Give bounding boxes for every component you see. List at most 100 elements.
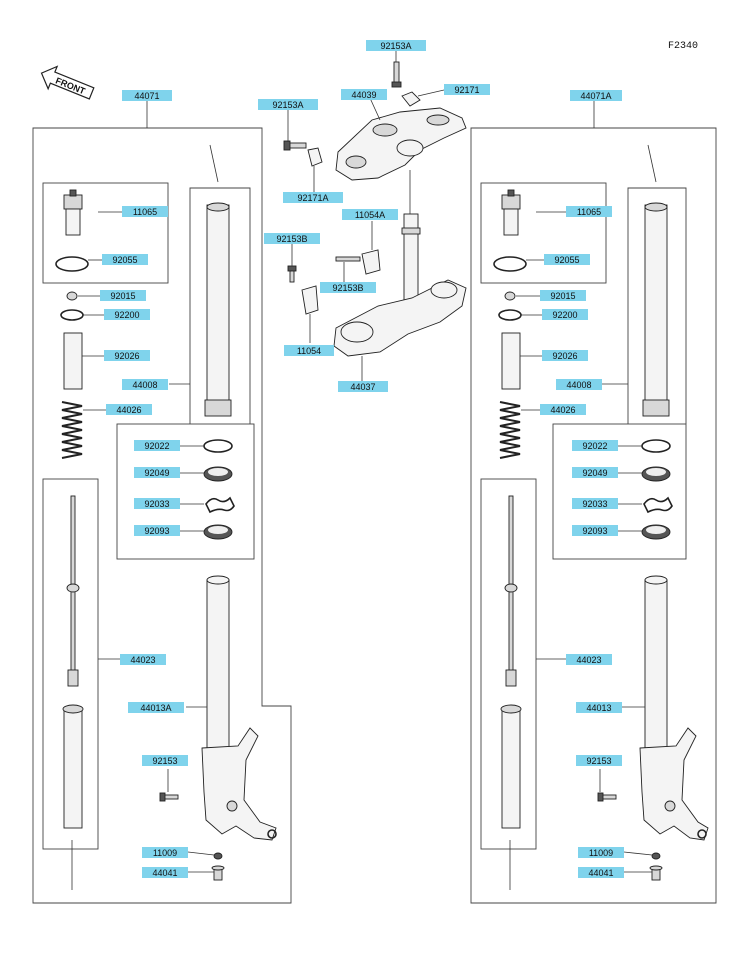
part-label-l-44013a: 44013A [128, 702, 184, 713]
part-label-box [576, 702, 622, 713]
part-label-r-92022: 92022 [572, 440, 618, 451]
part-label-text: 44041 [588, 868, 613, 878]
left-fork-assembly [32, 100, 292, 904]
part-label-box [572, 525, 618, 536]
part-label-r-92049: 92049 [572, 467, 618, 478]
part-label-box [320, 282, 376, 293]
part-label-text: 92055 [554, 255, 579, 265]
part-label-box [341, 89, 387, 100]
part-label-l-92022: 92022 [134, 440, 180, 451]
part-label-l-92026: 92026 [104, 350, 150, 361]
part-label-r-92200: 92200 [542, 309, 588, 320]
part-label-text: 11065 [133, 207, 157, 217]
part-label-l-92049: 92049 [134, 467, 180, 478]
left-spring-icon [61, 401, 83, 459]
part-label-r-92033: 92033 [572, 498, 618, 509]
part-label-box [134, 498, 180, 509]
part-label-text: 92049 [144, 468, 169, 478]
part-label-box [444, 84, 490, 95]
part-label-l-44041: 44041 [142, 867, 188, 878]
part-label-92171a: 92171A [283, 192, 343, 203]
part-label-text: 92022 [582, 441, 607, 451]
front-arrow-icon: FRONT [40, 65, 95, 100]
part-label-text: 44041 [152, 868, 177, 878]
part-label-text: 92026 [552, 351, 577, 361]
part-label-box [122, 206, 168, 217]
part-label-box [578, 847, 624, 858]
part-label-box [122, 379, 168, 390]
part-label-box [106, 404, 152, 415]
part-label-text: 44071 [134, 91, 159, 101]
part-label-r-92153: 92153 [576, 755, 622, 766]
part-label-box [578, 867, 624, 878]
part-label-box [122, 90, 172, 101]
part-label-box [572, 467, 618, 478]
part-label-box [572, 498, 618, 509]
part-label-text: 11009 [153, 848, 177, 858]
part-label-box [283, 192, 343, 203]
part-label-box [142, 847, 188, 858]
part-label-text: 44037 [350, 382, 375, 392]
part-label-text: 92022 [144, 441, 169, 451]
part-label-text: 92171 [454, 85, 479, 95]
part-label-44071: 44071 [122, 90, 172, 101]
part-label-text: 44023 [576, 655, 601, 665]
part-label-box [366, 40, 426, 51]
part-label-r-44041: 44041 [578, 867, 624, 878]
part-label-r-92055: 92055 [544, 254, 590, 265]
part-label-text: 92200 [552, 310, 577, 320]
part-label-box [566, 206, 612, 217]
part-label-text: 92093 [144, 526, 169, 536]
part-label-text: 92015 [550, 291, 575, 301]
part-label-text: 44026 [550, 405, 575, 415]
part-label-text: 92033 [144, 499, 169, 509]
part-label-l-44026: 44026 [106, 404, 152, 415]
part-label-text: 44013A [140, 703, 171, 713]
part-label-text: 92015 [110, 291, 135, 301]
part-label-l-11065: 11065 [122, 206, 168, 217]
part-label-l-92153: 92153 [142, 755, 188, 766]
part-label-11054a: 11054A [342, 209, 398, 220]
diagram-code: F2340 [668, 41, 698, 52]
part-label-box [102, 254, 148, 265]
part-label-92171: 92171 [444, 84, 490, 95]
part-label-text: 44008 [132, 380, 157, 390]
part-label-box [342, 209, 398, 220]
part-label-text: 92049 [582, 468, 607, 478]
center-leaders [287, 51, 445, 381]
part-label-text: 44008 [566, 380, 591, 390]
part-label-r-44023: 44023 [566, 654, 612, 665]
part-label-11054: 11054 [284, 345, 334, 356]
part-label-92153a-l: 92153A [258, 99, 318, 110]
part-label-text: 44023 [130, 655, 155, 665]
part-label-l-92033: 92033 [134, 498, 180, 509]
part-label-box [284, 345, 334, 356]
part-label-text: 92153A [380, 41, 411, 51]
part-label-l-11009: 11009 [142, 847, 188, 858]
part-label-text: 92200 [114, 310, 139, 320]
part-label-text: 92055 [112, 255, 137, 265]
part-label-box [544, 254, 590, 265]
part-label-box [134, 525, 180, 536]
part-label-box [576, 755, 622, 766]
part-label-text: 92153B [276, 234, 307, 244]
part-label-r-92093: 92093 [572, 525, 618, 536]
part-label-box [258, 99, 318, 110]
part-label-box [120, 654, 166, 665]
part-label-text: 92033 [582, 499, 607, 509]
part-label-box [566, 654, 612, 665]
part-label-text: 11054A [355, 210, 385, 220]
part-labels: 92153A 92171 44039 92153A 92171A 11054A 92153B… [100, 40, 624, 878]
part-label-box [542, 309, 588, 320]
part-label-text: 11054 [297, 346, 321, 356]
part-label-44037: 44037 [338, 381, 388, 392]
part-label-text: 11065 [577, 207, 601, 217]
part-label-44071a: 44071A [570, 90, 622, 101]
part-label-r-44008: 44008 [556, 379, 602, 390]
part-label-r-11009: 11009 [578, 847, 624, 858]
part-label-box [570, 90, 622, 101]
part-label-l-44023: 44023 [120, 654, 166, 665]
part-label-44039: 44039 [341, 89, 387, 100]
part-label-text: 44026 [116, 405, 141, 415]
